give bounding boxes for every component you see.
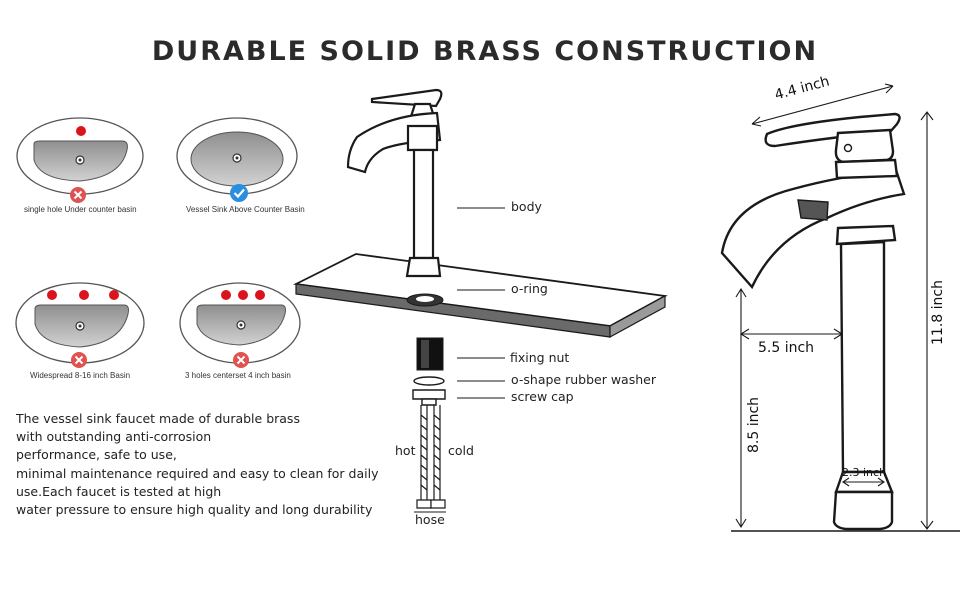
red-dot (47, 290, 57, 300)
description-line: The vessel sink faucet made of durable b… (16, 411, 300, 426)
red-dot (109, 290, 119, 300)
part-label-rubber-washer: o-shape rubber washer (511, 372, 656, 387)
description-line: performance, safe to use, (16, 447, 177, 463)
red-dot (76, 126, 86, 136)
part-label-hose: hose (415, 512, 445, 527)
dimension-diagram (720, 83, 960, 532)
leader-lines (457, 207, 505, 399)
part-label-hot: hot (395, 443, 416, 458)
fixing-nut (416, 337, 444, 371)
o-ring (406, 293, 444, 307)
dimension-lines (735, 83, 934, 530)
description-line: use.Each faucet is tested at high (16, 483, 222, 499)
red-dot (221, 290, 231, 300)
basin-widespread (15, 282, 145, 368)
cross-icon (71, 352, 87, 368)
description-line: minimal maintenance required and easy to… (16, 465, 379, 481)
part-label-o-ring: o-ring (511, 281, 548, 296)
basin-label: 3 holes centerset 4 inch basin (185, 371, 291, 380)
basin-3-holes-centerset (179, 282, 301, 368)
part-label-screw-cap: screw cap (511, 389, 574, 404)
check-icon (230, 184, 248, 202)
basin-label: Widespread 8-16 inch Basin (30, 371, 131, 380)
basin-single-hole-under-counter (16, 117, 144, 203)
dimension-total-height: 11.8 inch (930, 280, 946, 345)
basin-vessel-sink (176, 117, 298, 202)
dimension-base-diameter: 2.3 inch (842, 466, 887, 479)
countertop (292, 253, 668, 339)
dimension-spout-reach: 5.5 inch (758, 340, 815, 356)
description-line: water pressure to ensure high quality an… (16, 502, 373, 518)
basin-label: Vessel Sink Above Counter Basin (186, 205, 305, 214)
screw-cap (412, 389, 446, 406)
cross-icon (233, 352, 249, 368)
red-dot (238, 290, 248, 300)
product-description: The vessel sink faucet made of durable b… (16, 410, 378, 519)
part-label-cold: cold (448, 443, 474, 458)
description-line: with outstanding anti-corrosion (16, 429, 212, 445)
faucet-body (346, 88, 443, 278)
rubber-washer (413, 376, 445, 386)
cross-icon (70, 187, 86, 203)
page-title: DURABLE SOLID BRASS CONSTRUCTION (151, 36, 819, 67)
hoses (414, 405, 446, 513)
faucet-outline (720, 112, 906, 531)
basin-label: single hole Under counter basin (24, 205, 137, 214)
installation-diagram (292, 88, 668, 513)
red-dot (79, 290, 89, 300)
part-label-body: body (511, 199, 542, 214)
dimension-spout-height: 8.5 inch (746, 396, 762, 453)
part-label-fixing-nut: fixing nut (510, 350, 570, 365)
red-dot (255, 290, 265, 300)
